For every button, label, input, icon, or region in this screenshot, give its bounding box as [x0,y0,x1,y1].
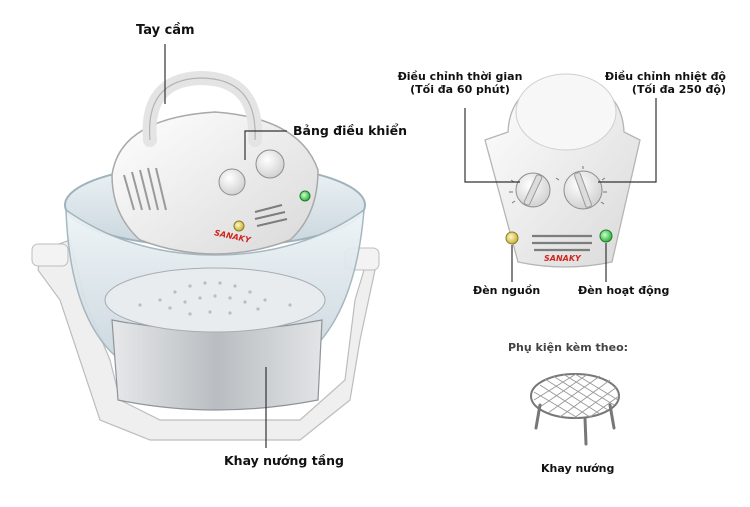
knob-scale-ticks [509,166,607,205]
temperature-knob [255,149,285,179]
tray-holes [138,281,292,316]
wire-rack-ring [530,373,620,419]
lid-handle-outline [148,77,256,141]
label-accessories: Phụ kiện kèm theo: [508,341,629,354]
label-active-light: Đèn hoạt động [578,284,670,297]
front-grille [254,204,288,227]
label-control-panel: Bảng điều khiển [293,123,407,138]
leader-line-temperature [598,98,657,183]
label-timer: Điều chỉnh thời gian (Tối đa 60 phút) [385,70,535,96]
label-rack: Khay nướng [541,462,615,475]
control-panel-closeup [464,73,657,282]
label-power-light: Đèn nguồn [473,284,541,297]
perforated-tray [104,267,326,333]
timer-knob [218,168,246,196]
panel-grille [532,234,592,252]
active-led-closeup-icon [599,229,613,243]
oven-illustration [31,44,380,448]
active-led-icon [299,190,311,202]
label-temperature: Điều chỉnh nhiệt độ (Tối đa 250 độ) [580,70,726,96]
panel-top-dome [515,73,617,151]
lid-vents [123,167,167,211]
label-timer-line2: (Tối đa 60 phút) [410,83,510,96]
label-tiered-rack: Khay nướng tầng [224,453,344,468]
leader-line-timer [464,108,520,183]
label-timer-line1: Điều chỉnh thời gian [397,70,523,83]
leader-line-control-panel [244,130,287,160]
power-led-icon [233,220,245,232]
brand-logo-panel: SANAKY [544,254,581,263]
label-temperature-line2: (Tối đa 250 độ) [631,83,726,96]
power-led-closeup-icon [505,231,519,245]
wire-rack-illustration [530,373,620,446]
label-handle: Tay cầm [136,23,195,38]
steel-pan [111,319,323,411]
stand-handle-left [31,243,69,267]
label-temperature-line1: Điều chỉnh nhiệt độ [604,70,726,83]
wire-rack-mesh [533,373,620,419]
lid-dome [111,111,319,255]
